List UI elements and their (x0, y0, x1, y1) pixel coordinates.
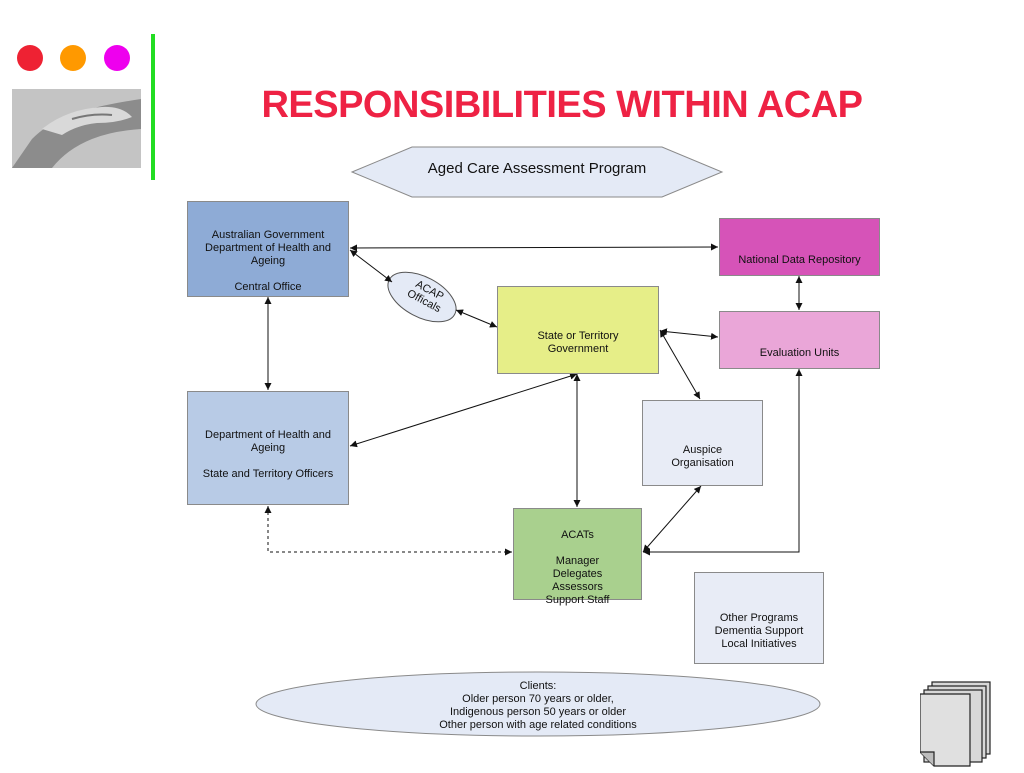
link-oval-state (455, 309, 498, 328)
eval-text: Evaluation Units (759, 347, 840, 359)
aust-gov-text: Australian Government Department of Heal… (205, 229, 331, 293)
other-programs-box: Other Programs Dementia Support Local In… (694, 572, 824, 664)
orange-dot (60, 45, 86, 71)
link-state-eval (659, 328, 719, 340)
aust-gov-box: Australian Government Department of Heal… (187, 201, 349, 297)
auspice-text: Auspice Organisation (671, 444, 734, 469)
accent-bar (151, 34, 155, 180)
hands-photo-icon (12, 89, 141, 168)
other-programs-text: Other Programs Dementia Support Local In… (714, 612, 804, 650)
link-state-dept (349, 372, 578, 448)
ndr-box: National Data Repository (719, 218, 880, 276)
ndr-text: National Data Repository (738, 254, 861, 266)
auspice-box: Auspice Organisation (642, 400, 763, 486)
eval-box: Evaluation Units (719, 311, 880, 369)
state-gov-text: State or Territory Government (537, 330, 619, 355)
program-hexagon (350, 146, 724, 198)
program-label: Aged Care Assessment Program (427, 160, 647, 177)
acats-text: ACATs Manager Delegates Assessors Suppor… (545, 529, 610, 606)
documents-stack-icon[interactable] (919, 680, 996, 773)
red-dot (17, 45, 43, 71)
link-auspice-acats (642, 485, 702, 553)
link-eval-acats (643, 369, 803, 556)
state-gov-box: State or Territory Government (497, 286, 659, 374)
magenta-dot (104, 45, 130, 71)
dept-state-box: Department of Health and Ageing State an… (187, 391, 349, 505)
link-dept-acats-dashed (264, 506, 512, 556)
dept-state-text: Department of Health and Ageing State an… (202, 429, 334, 480)
link-aust-ndr (349, 243, 719, 252)
clients-label: Clients: Older person 70 years or older,… (439, 680, 637, 731)
page-title: RESPONSIBILITIES WITHIN ACAP (261, 84, 863, 126)
acats-box: ACATs Manager Delegates Assessors Suppor… (513, 508, 642, 606)
link-state-auspice (659, 329, 701, 400)
clients-ellipse (255, 671, 821, 737)
link-aust-oval (349, 249, 393, 283)
